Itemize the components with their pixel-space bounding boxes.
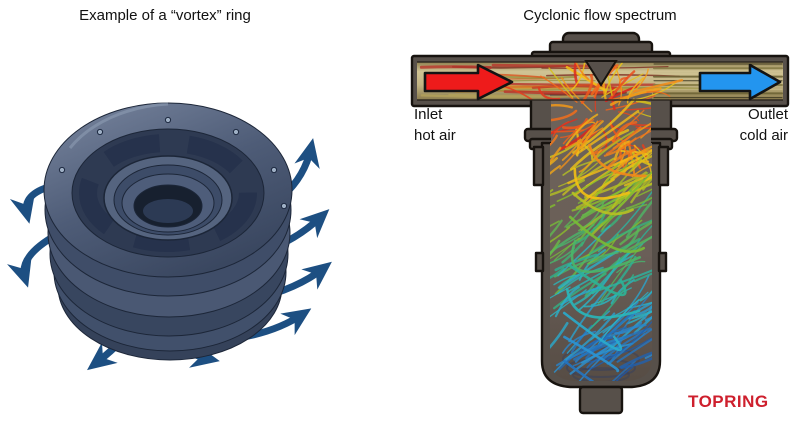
brand-logo: TOPRING bbox=[688, 392, 769, 411]
vortex-ring-body bbox=[43, 102, 293, 361]
cap-notch bbox=[584, 60, 618, 87]
cyclonic-flow-title: Cyclonic flow spectrum bbox=[523, 7, 677, 24]
vortex-ring-illustration bbox=[7, 102, 332, 371]
flow-spectrum-streamlines bbox=[417, 62, 783, 381]
cyclone-illustration bbox=[410, 31, 790, 415]
inlet-arrow-icon bbox=[423, 63, 514, 101]
vortex-ring-title: Example of a “vortex” ring bbox=[79, 7, 251, 24]
outlet-arrow-icon bbox=[698, 63, 782, 101]
outlet-label: Outlet cold air bbox=[739, 106, 788, 144]
inlet-label: Inlet hot air bbox=[414, 106, 456, 144]
